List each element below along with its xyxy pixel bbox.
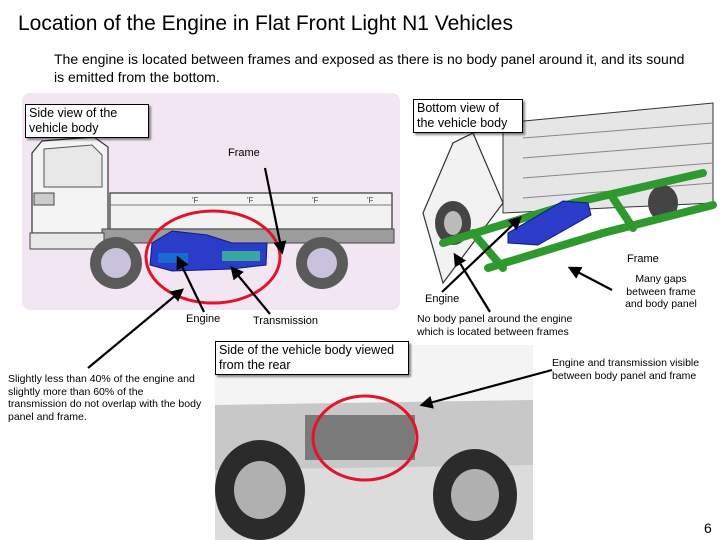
- frame-label-right: Frame: [627, 253, 659, 265]
- svg-text:'F: 'F: [247, 196, 254, 205]
- svg-text:'F: 'F: [312, 196, 319, 205]
- frame-label-center: Frame: [228, 147, 260, 159]
- svg-text:'F: 'F: [192, 196, 199, 205]
- engine-label-bottom: Engine: [425, 293, 460, 305]
- transmission-label: Transmission: [253, 315, 318, 327]
- rear-view-photo: [215, 345, 533, 540]
- page-number: 6: [704, 520, 712, 536]
- arrow-gaps: [567, 266, 613, 291]
- arrow-no-body-panel: [453, 252, 491, 313]
- gaps-note: Many gaps between frame and body panel: [625, 273, 697, 310]
- rear-view-highlight-ellipse: [311, 394, 419, 482]
- engine-label-left: Engine: [186, 313, 221, 325]
- arrow-visible: [419, 368, 553, 409]
- arrow-percent-note: [87, 288, 185, 369]
- slide-title: Location of the Engine in Flat Front Lig…: [18, 12, 513, 35]
- rear-view-label: Side of the vehicle body viewed from the…: [215, 341, 409, 375]
- percent-note: Slightly less than 40% of the engine and…: [8, 373, 202, 423]
- side-view-label: Side view of the vehicle body: [25, 104, 149, 138]
- arrow-transmission: [230, 265, 271, 315]
- arrow-frame: [263, 167, 287, 255]
- side-view-illustration: 'F 'F 'F 'F: [22, 93, 400, 310]
- arrow-engine-bottom: [441, 216, 522, 293]
- svg-text:'F: 'F: [367, 196, 374, 205]
- slide-subtitle: The engine is located between frames and…: [54, 51, 685, 85]
- no-body-panel-note: No body panel around the engine which is…: [417, 313, 573, 338]
- side-view-highlight-ellipse: [144, 209, 282, 305]
- visible-note: Engine and transmission visible between …: [552, 357, 700, 382]
- arrow-engine-left: [176, 255, 205, 313]
- bottom-view-label: Bottom view of the vehicle body: [413, 99, 523, 133]
